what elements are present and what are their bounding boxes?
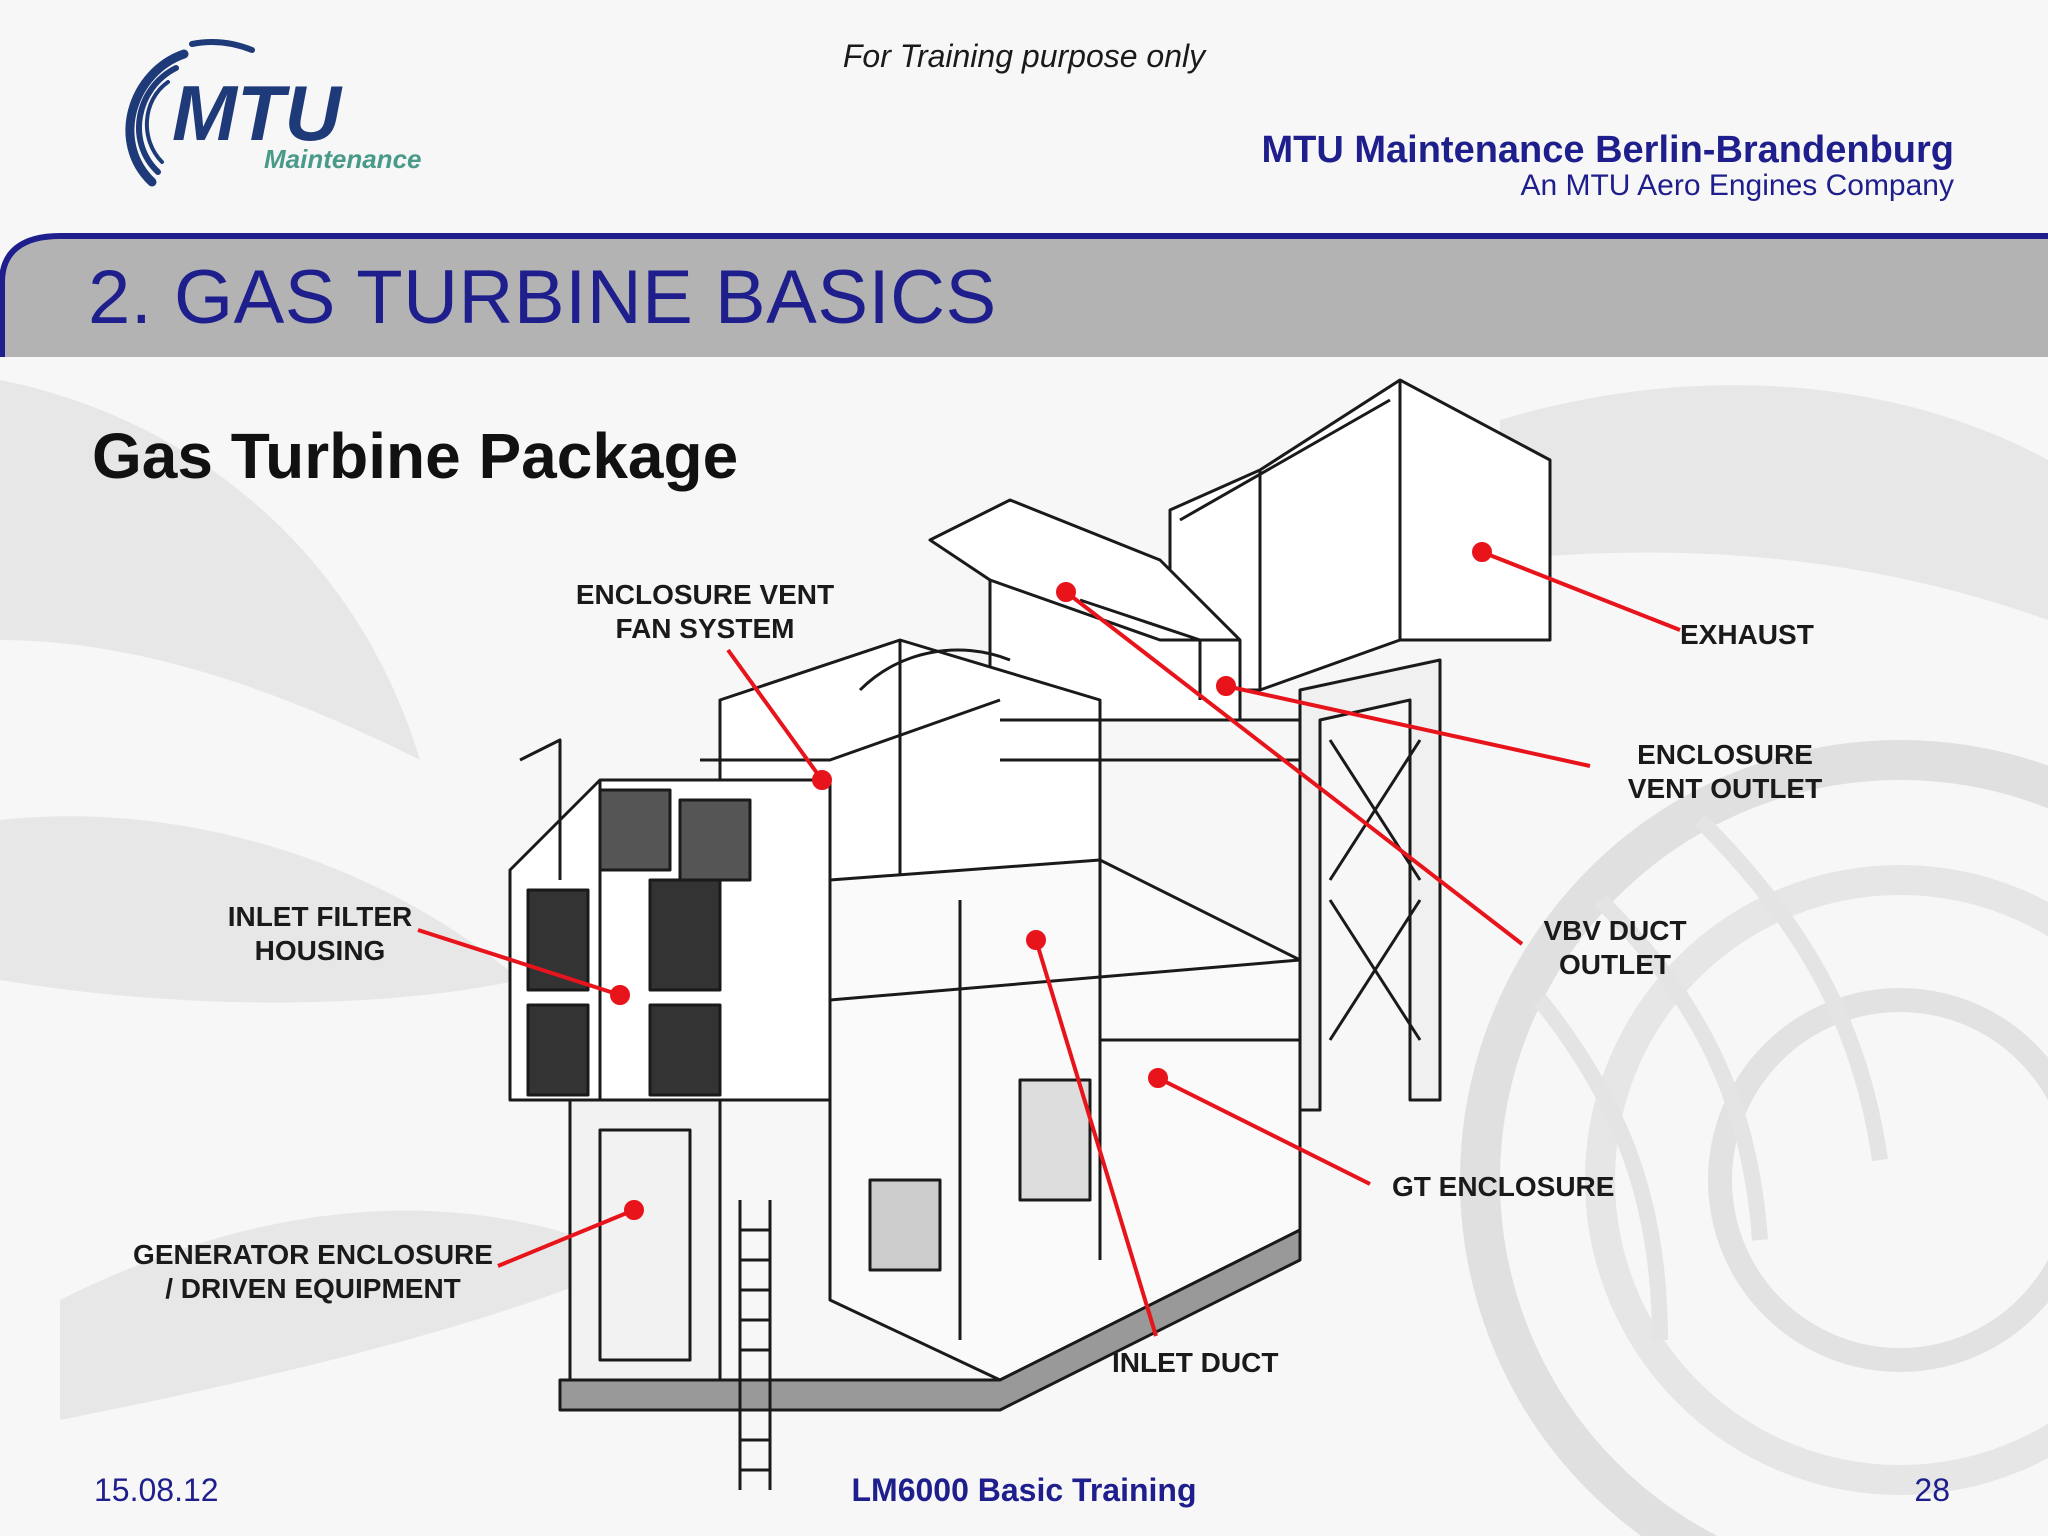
label-vbv-duct-outlet: VBV DUCT OUTLET [1520,914,1710,982]
label-line-2: VENT OUTLET [1627,773,1823,804]
label-line-1: ENCLOSURE [1637,739,1813,770]
logo-sub-text: Maintenance [264,144,422,174]
label-inlet-duct: INLET DUCT [1112,1347,1279,1378]
label-line-2: OUTLET [1559,949,1671,980]
training-note: For Training purpose only [842,38,1206,74]
company-name: MTU Maintenance Berlin-Brandenburg [1261,129,1955,171]
logo-mark-text: MTU [172,69,343,157]
label-gt-enclosure: GT ENCLOSURE [1392,1171,1615,1202]
footer-page-number: 28 [1914,1472,1950,1508]
company-block: MTU Maintenance Berlin-Brandenburg An MT… [1262,130,1955,202]
company-tagline: An MTU Aero Engines Company [1520,169,1954,202]
mtu-logo: MTU Maintenance [125,39,422,187]
footer-date: 15.08.12 [94,1472,219,1508]
label-line-2: FAN SYSTEM [615,613,795,644]
label-exhaust: EXHAUST [1680,619,1814,650]
footer-course: LM6000 Basic Training [851,1472,1197,1508]
label-generator-enclosure: GENERATOR ENCLOSURE / DRIVEN EQUIPMENT [128,1238,498,1306]
label-line-1: VBV DUCT [1543,915,1687,946]
label-line-1: ENCLOSURE VENT [575,579,835,610]
label-line-2: / DRIVEN EQUIPMENT [165,1273,461,1304]
title-bar [0,233,2048,357]
label-inlet-filter-housing: INLET FILTER HOUSING [210,900,430,968]
label-enclosure-vent-fan-system: ENCLOSURE VENT FAN SYSTEM [560,578,850,646]
section-title: 2. GAS TURBINE BASICS [88,255,997,340]
label-enclosure-vent-outlet: ENCLOSURE VENT OUTLET [1610,738,1840,806]
slide-subtitle: Gas Turbine Package [92,420,739,492]
label-line-1: GENERATOR ENCLOSURE [133,1239,493,1270]
label-line-1: INLET FILTER [227,901,413,932]
label-line-2: HOUSING [254,935,386,966]
